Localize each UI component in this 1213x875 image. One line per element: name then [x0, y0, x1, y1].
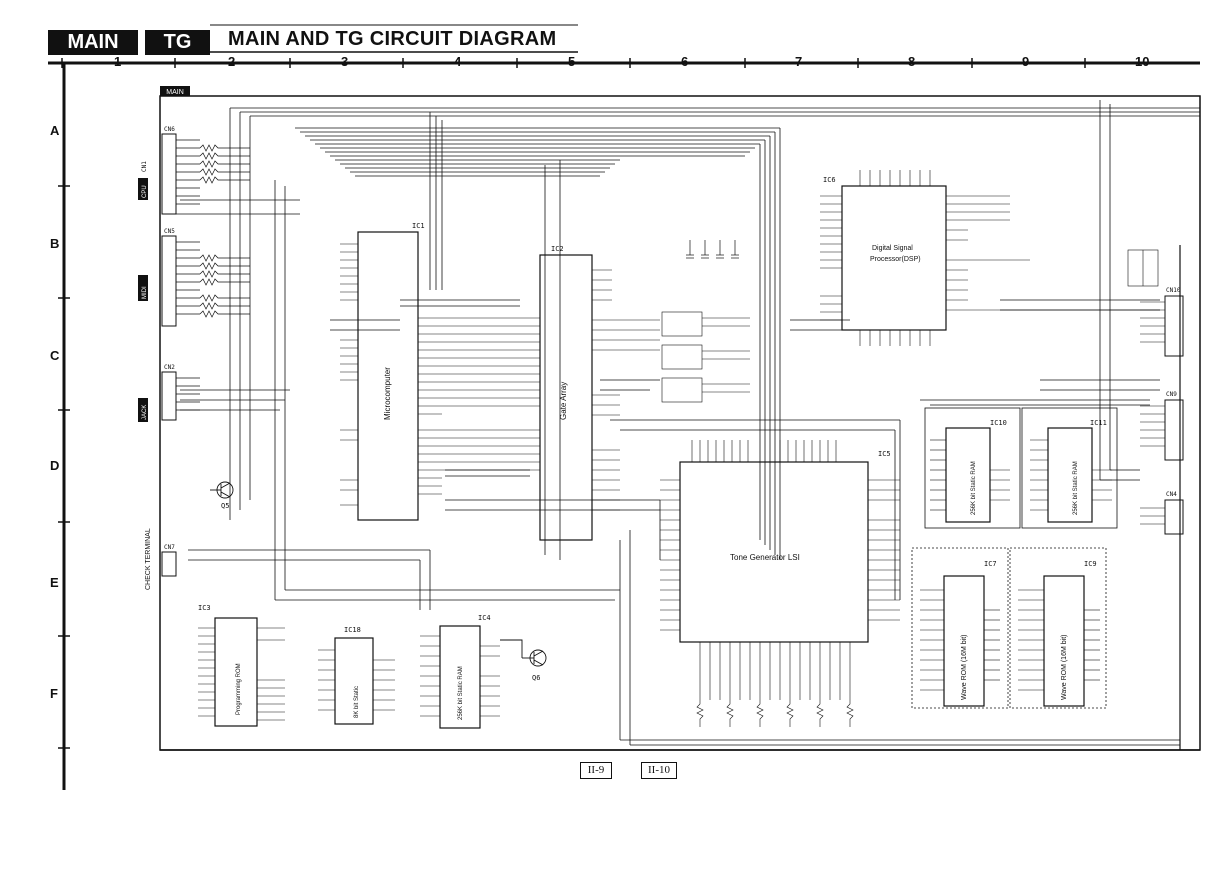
ic10-label: 256K bit Static RAM: [971, 461, 977, 515]
ic11-label: 256K bit Static RAM: [1073, 461, 1079, 515]
svg-text:CN7: CN7: [164, 544, 175, 551]
svg-text:Q5: Q5: [221, 502, 229, 510]
ic1-microcomputer: IC1 Microcomputer: [340, 222, 540, 521]
ic2-label: Gate Array: [559, 382, 568, 420]
svg-text:IC3: IC3: [198, 604, 211, 612]
row-b: B: [50, 236, 60, 251]
connector-cn10: CN10: [1140, 287, 1184, 357]
ic1-label: Microcomputer: [383, 367, 392, 420]
ic2-gate-array: IC2 Gate Array: [539, 245, 660, 541]
svg-text:CN2: CN2: [164, 364, 175, 371]
svg-text:IC1: IC1: [412, 222, 425, 230]
ic6-label-line1: Digital Signal: [872, 245, 913, 252]
svg-text:CN5: CN5: [164, 228, 175, 235]
svg-text:IC11: IC11: [1090, 419, 1107, 427]
midi-side-label: MIDI: [142, 286, 148, 299]
ic10-sram: IC10 256K bit Static RAM: [924, 407, 1021, 529]
svg-text:IC7: IC7: [984, 560, 997, 568]
row-c: C: [50, 348, 60, 363]
connector-cn6: CN6: [161, 126, 200, 215]
ic5-tone-generator: IC5 Tone Generator LSI: [660, 440, 900, 727]
ic18-label: 8K bit Static: [354, 686, 360, 718]
ic5-label: Tone Generator LSI: [730, 553, 800, 562]
page-title: MAIN AND TG CIRCUIT DIAGRAM: [228, 28, 557, 50]
connector-cn7: CN7: [161, 544, 177, 577]
ic11-sram: IC11 256K bit Static RAM: [1021, 407, 1118, 529]
svg-text:IC18: IC18: [344, 626, 361, 634]
ic9-wave-rom: IC9 Wave ROM (16M bit): [1009, 547, 1107, 709]
ic6-dsp: IC6 Digital Signal Processor(DSP): [820, 170, 1160, 346]
row-a: A: [50, 123, 60, 138]
tg-tab: TG: [145, 30, 210, 55]
svg-text:IC5: IC5: [878, 450, 891, 458]
connector-cn5: CN5: [161, 228, 200, 327]
svg-text:IC2: IC2: [551, 245, 564, 253]
svg-text:CN9: CN9: [1166, 391, 1177, 398]
connector-cn4: CN4: [1140, 491, 1184, 535]
svg-text:IC10: IC10: [990, 419, 1007, 427]
check-terminal-label: CHECK TERMINAL: [145, 528, 152, 590]
board-label: MAIN: [166, 89, 184, 96]
svg-text:IC6: IC6: [823, 176, 836, 184]
transistor-q6: [500, 639, 547, 667]
board-label-box: [160, 86, 190, 96]
page-number-left: II-9: [580, 762, 612, 779]
ic3-programming-rom: IC3 Programming ROM: [198, 604, 285, 727]
ic4-label: 256K bit Static RAM: [458, 666, 464, 720]
main-tab: MAIN: [48, 30, 138, 55]
ic6-label-line2: Processor(DSP): [870, 256, 921, 263]
ic7-wave-rom: IC7 Wave ROM (16M bit): [911, 547, 1009, 709]
page-number-right: II-10: [641, 762, 677, 779]
row-d: D: [50, 458, 60, 473]
ic4-sram: IC4 256K bit Static RAM: [420, 614, 500, 729]
jack-side-label: JACK: [142, 405, 148, 420]
connector-cn2: CN2: [161, 364, 200, 421]
svg-text:CN4: CN4: [1166, 491, 1177, 498]
transistor-q5: [210, 481, 234, 499]
svg-text:CN10: CN10: [1166, 287, 1181, 294]
row-f: F: [50, 686, 58, 701]
cpu-side-label: CPU: [142, 185, 148, 198]
ic18-static: IC18 8K bit Static: [318, 626, 395, 725]
cn1-label: CN1: [141, 161, 148, 172]
svg-text:CN6: CN6: [164, 126, 175, 133]
ic9-label: Wave ROM (16M bit): [1061, 635, 1068, 700]
ic7-label: Wave ROM (16M bit): [961, 635, 968, 700]
row-e: E: [50, 575, 59, 590]
connector-cn9: CN9: [1140, 391, 1184, 461]
svg-text:IC9: IC9: [1084, 560, 1097, 568]
svg-text:IC4: IC4: [478, 614, 491, 622]
svg-text:Q6: Q6: [532, 674, 540, 682]
ic3-label: Programming ROM: [236, 663, 242, 715]
